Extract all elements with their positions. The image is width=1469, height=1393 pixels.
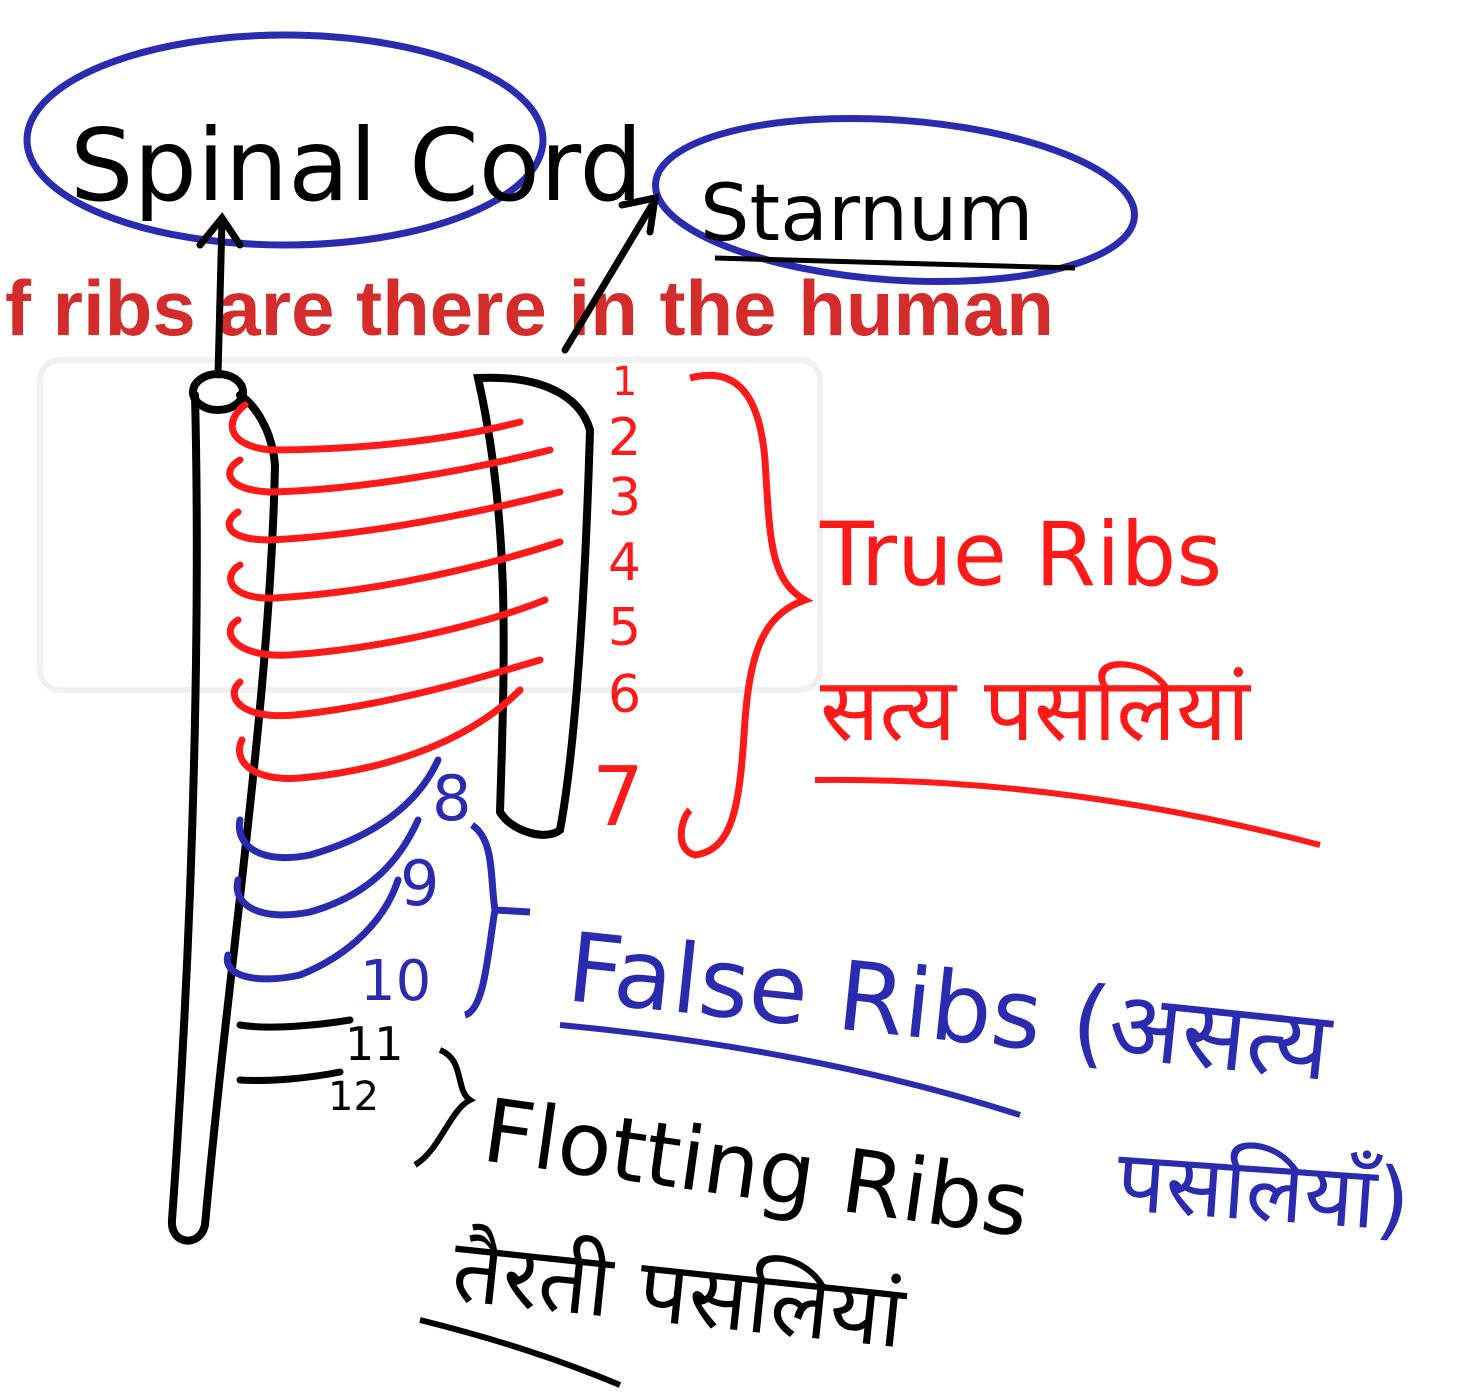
rib-number-6: 6 <box>608 665 641 725</box>
rib-number-11: 11 <box>345 1017 404 1071</box>
sternum-label: Starnum <box>700 169 1033 259</box>
rib-12 <box>240 1072 340 1081</box>
rib-number-9: 9 <box>400 847 439 920</box>
false-ribs-brace <box>465 825 530 1015</box>
true-ribs-label-en: True Ribs <box>819 503 1222 606</box>
rib-11 <box>240 1020 350 1027</box>
rib-number-12: 12 <box>328 1074 379 1120</box>
floating-ribs-brace <box>415 1050 470 1165</box>
rib-number-2: 2 <box>608 408 641 468</box>
rib-5 <box>230 600 545 655</box>
rib-number-7: 7 <box>592 750 644 845</box>
false-ribs-label-hi: पसलियाँ) <box>1114 1131 1414 1251</box>
rib-1 <box>232 405 520 450</box>
vertebral-column <box>172 374 275 1241</box>
true-ribs-label-hi: सत्य पसलियां <box>820 658 1252 761</box>
spinal-cord-label: Spinal Cord <box>70 107 643 224</box>
rib-3 <box>229 492 560 540</box>
true-ribs-brace <box>681 375 805 855</box>
true-ribs <box>229 405 560 778</box>
true-ribs-underline <box>815 780 1320 845</box>
rib-number-10: 10 <box>360 949 431 1014</box>
background-watermark <box>40 360 820 690</box>
rib-number-8: 8 <box>432 762 471 835</box>
false-ribs-label-en: False Ribs (असत्य <box>563 911 1338 1103</box>
floating-ribs <box>240 1020 350 1081</box>
rib-number-3: 3 <box>608 468 641 528</box>
rib-number-5: 5 <box>608 598 641 658</box>
rib-number-4: 4 <box>608 533 641 593</box>
rib-number-1: 1 <box>612 359 637 405</box>
rib-4 <box>231 542 560 598</box>
